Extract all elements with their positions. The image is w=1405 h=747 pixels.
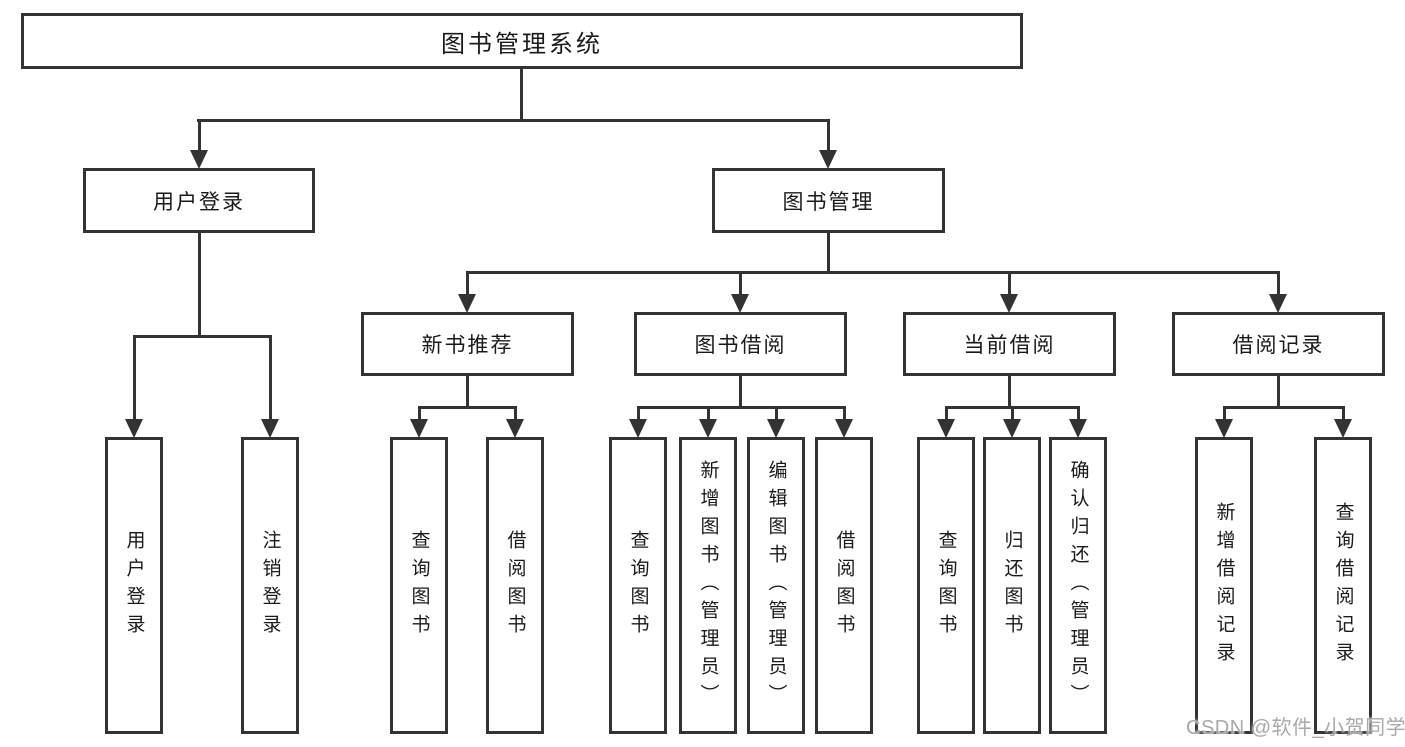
leaf-label: 查询借阅记录 [1332, 501, 1354, 670]
connector-borrow-drop-2 [707, 406, 710, 421]
watermark: CSDN @软件_小贺同学 [1186, 717, 1405, 739]
connector-current-drop-3 [1077, 406, 1080, 421]
connector-root-drop-login [198, 119, 201, 157]
arrow-down-icon [819, 150, 837, 169]
leaf-query-books-current: 查询图书 [917, 437, 975, 734]
connector-borrow-drop-4 [843, 406, 846, 421]
connector-records-drop-2 [1342, 406, 1345, 421]
leaf-borrow-books-recommend: 借阅图书 [486, 437, 544, 734]
node-user-login: 用户登录 [83, 168, 315, 233]
connector-borrow-rail [638, 406, 844, 409]
connector-root-drop-bookmgmt [827, 119, 830, 157]
connector-recommend-drop-2 [514, 406, 517, 421]
leaf-label: 查询图书 [935, 529, 957, 642]
connector-root-stem [520, 68, 523, 119]
connector-records-rail [1223, 406, 1344, 409]
leaf-borrow-books: 借阅图书 [815, 437, 873, 734]
arrow-down-icon [731, 294, 749, 313]
node-borrow-records: 借阅记录 [1172, 312, 1385, 376]
connector-login-stem [198, 232, 201, 335]
connector-bookmgmt-stem [827, 233, 830, 273]
leaf-query-borrow-record: 查询借阅记录 [1314, 437, 1372, 734]
arrow-down-icon [1003, 419, 1021, 438]
node-library-system: 图书管理系统 [21, 13, 1023, 69]
leaf-query-books-recommend: 查询图书 [390, 437, 448, 734]
leaf-label: 归还图书 [1001, 529, 1023, 642]
node-book-management: 图书管理 [712, 168, 945, 233]
connector-bookmgmt-drop-3 [1008, 271, 1011, 297]
connector-bookmgmt-rail [466, 271, 1279, 274]
node-new-book-recommend: 新书推荐 [361, 312, 574, 376]
connector-current-drop-2 [1011, 406, 1014, 421]
leaf-label: 查询图书 [408, 529, 430, 642]
leaf-label: 借阅图书 [504, 529, 526, 642]
leaf-add-borrow-record: 新增借阅记录 [1195, 437, 1253, 734]
leaf-confirm-return-admin: 确认归还（管理员） [1049, 437, 1107, 734]
leaf-logout: 注销登录 [241, 437, 299, 734]
arrow-down-icon [1334, 419, 1352, 438]
leaf-query-books-borrow: 查询图书 [609, 437, 667, 734]
arrow-down-icon [261, 419, 279, 438]
connector-recommend-rail [418, 406, 516, 409]
leaf-label: 新增借阅记录 [1213, 501, 1235, 670]
connector-current-stem [1008, 375, 1011, 407]
arrow-down-icon [1000, 294, 1018, 313]
arrow-down-icon [699, 419, 717, 438]
leaf-add-books-admin: 新增图书（管理员） [679, 437, 737, 734]
arrow-down-icon [835, 419, 853, 438]
connector-login-drop-1 [133, 335, 136, 421]
connector-login-drop-2 [269, 335, 272, 421]
leaf-user-login: 用户登录 [105, 437, 163, 734]
leaf-label: 新增图书（管理员） [697, 459, 719, 712]
arrow-down-icon [125, 419, 143, 438]
connector-borrow-drop-1 [637, 406, 640, 421]
arrow-down-icon [629, 419, 647, 438]
arrow-down-icon [506, 419, 524, 438]
arrow-down-icon [458, 294, 476, 313]
arrow-down-icon [767, 419, 785, 438]
leaf-return-books: 归还图书 [983, 437, 1041, 734]
connector-records-stem [1277, 375, 1280, 407]
leaf-label: 确认归还（管理员） [1067, 459, 1089, 712]
connector-bookmgmt-drop-4 [1277, 271, 1280, 297]
node-current-borrow: 当前借阅 [903, 312, 1116, 376]
arrow-down-icon [937, 419, 955, 438]
leaf-label: 借阅图书 [833, 529, 855, 642]
connector-recommend-stem [466, 375, 469, 407]
connector-bookmgmt-drop-2 [739, 271, 742, 297]
connector-borrow-drop-3 [775, 406, 778, 421]
connector-login-rail [133, 335, 272, 338]
connector-borrow-stem [739, 375, 742, 407]
leaf-label: 编辑图书（管理员） [765, 459, 787, 712]
leaf-label: 用户登录 [123, 529, 145, 642]
arrow-down-icon [1269, 294, 1287, 313]
arrow-down-icon [1215, 419, 1233, 438]
arrow-down-icon [1069, 419, 1087, 438]
leaf-edit-books-admin: 编辑图书（管理员） [747, 437, 805, 734]
arrow-down-icon [190, 150, 208, 169]
connector-records-drop-1 [1223, 406, 1226, 421]
node-book-borrow: 图书借阅 [634, 312, 847, 376]
connector-bookmgmt-drop-1 [466, 271, 469, 297]
leaf-label: 查询图书 [627, 529, 649, 642]
leaf-label: 注销登录 [259, 529, 281, 642]
connector-recommend-drop-1 [418, 406, 421, 421]
connector-root-rail [197, 119, 830, 122]
arrow-down-icon [410, 419, 428, 438]
connector-current-drop-1 [945, 406, 948, 421]
